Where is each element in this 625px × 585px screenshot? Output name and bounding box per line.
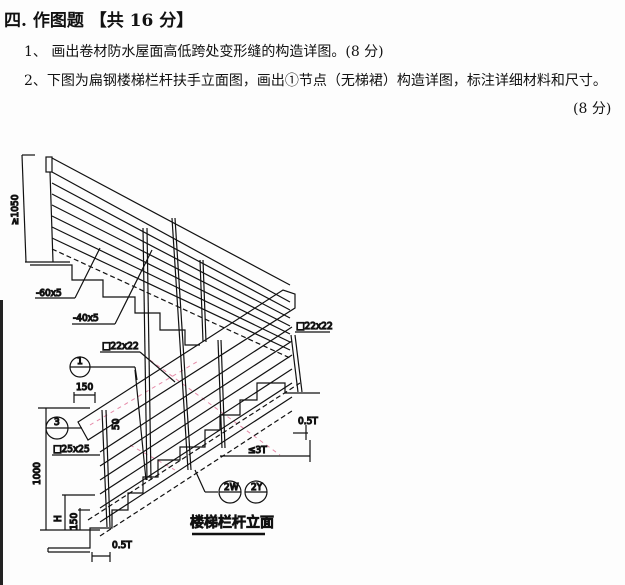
dimension-1050: ≥1050	[9, 154, 70, 263]
svg-text:2W: 2W	[224, 482, 239, 493]
label-dim-05T-right: 0.5T	[298, 416, 318, 427]
lower-flight-stairs	[48, 382, 320, 549]
rail-line	[51, 182, 291, 311]
question-2: 2、下图为扁钢楼梯栏杆扶手立面图，画出①节点（无梯裙）构造详图，标注详细材料和尺…	[24, 73, 607, 89]
drawing-title: 楼梯栏杆立面	[190, 515, 274, 531]
label-dim-H: H	[53, 515, 64, 522]
rail-line	[51, 215, 291, 335]
rail-line	[51, 237, 291, 351]
callout-node-2y: 2Y	[244, 480, 268, 504]
callout-node-2w: 2W	[218, 480, 242, 504]
rail-line	[99, 396, 293, 523]
label-dim-05T-bottom: 0.5T	[112, 540, 132, 551]
landing-handrail	[77, 289, 296, 441]
question-1: 1、 画出卷材防水屋面高低跨处变形缝的构造详图。(8 分)	[24, 44, 384, 60]
stair-nosing-line	[87, 382, 301, 521]
post-cap	[45, 156, 53, 173]
rail-line	[99, 382, 293, 509]
rail-line	[51, 171, 291, 303]
rail-line	[51, 193, 291, 319]
callout-node-1: 1	[69, 355, 138, 381]
rail-line	[51, 248, 291, 359]
upper-flight-stairs	[30, 264, 200, 346]
rail-line	[51, 204, 291, 327]
lower-flight-rails	[99, 326, 293, 537]
rail-line	[99, 354, 293, 481]
svg-text:3: 3	[54, 417, 60, 428]
label-flat-bar-40: -40x5	[73, 313, 99, 324]
balusters	[101, 217, 303, 528]
end-post	[49, 171, 54, 263]
label-dim-50: 50	[111, 418, 122, 430]
rail-line	[99, 368, 293, 495]
svg-text:1: 1	[77, 356, 83, 367]
label-flat-bar-60: -60x5	[36, 288, 62, 299]
label-square-bar-25: □25x25	[53, 444, 90, 455]
label-height-min: ≥1050	[10, 194, 21, 225]
label-square-bar-22-a: □22x22	[102, 341, 139, 352]
rail-line	[51, 157, 291, 286]
label-dim-3T: ≤3T	[248, 445, 267, 456]
section-title: 四. 作图题 【共 16 分】	[4, 11, 194, 31]
rail-line	[51, 226, 291, 343]
label-square-bar-22-b: □22x22	[296, 321, 333, 332]
rail-line	[99, 340, 293, 467]
question-2-points: (8 分)	[573, 101, 612, 117]
rail-line	[99, 326, 293, 453]
label-dim-150-bottom: 150	[69, 513, 80, 530]
label-dim-150-top: 150	[76, 382, 93, 393]
upper-flight-rails	[51, 157, 291, 359]
svg-text:2Y: 2Y	[251, 482, 263, 493]
label-dim-1000: 1000	[32, 462, 43, 485]
scan-edge	[0, 300, 3, 585]
callout-node-3: 3	[45, 416, 82, 440]
